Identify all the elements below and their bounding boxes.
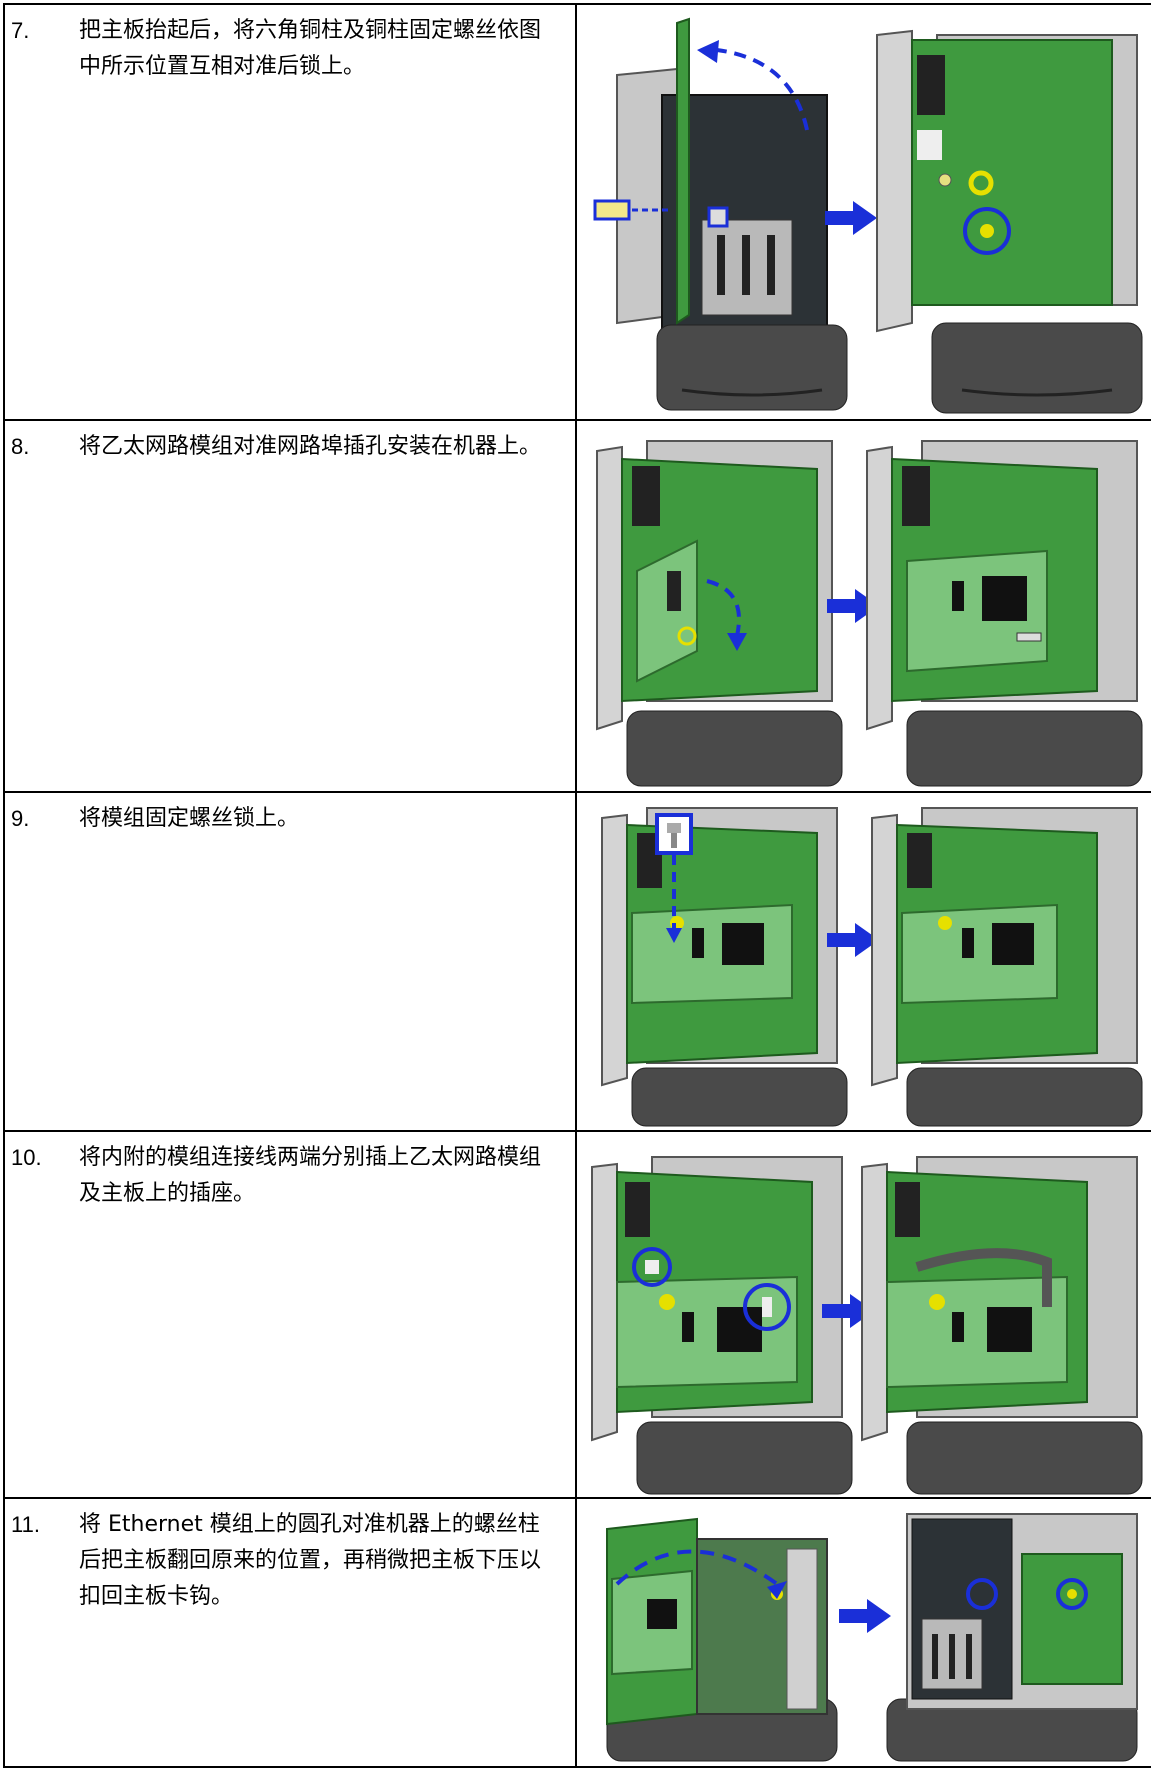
step-text-cell: 8. 将乙太网路模组对准网路埠插孔安装在机器上。 [3, 419, 577, 793]
step-instruction: 将模组固定螺丝锁上。 [79, 806, 300, 831]
step-image-cell [575, 791, 1151, 1132]
step-number: 7. [11, 18, 30, 43]
step-number: 10. [11, 1145, 42, 1170]
step-text-cell: 7. 把主板抬起后，将六角铜柱及铜柱固定螺丝依图中所示位置互相对准后锁上。 [3, 3, 577, 421]
blue-right-arrow-icon [827, 923, 879, 957]
step-image-cell [575, 1497, 1151, 1768]
step-row: 10. 将内附的模组连接线两端分别插上乙太网路模组及主板上的插座。 [3, 1130, 1151, 1499]
step-number: 8. [11, 434, 30, 459]
dashed-curved-arrow-icon [716, 48, 809, 131]
device-left [601, 807, 848, 1127]
step-row: 7. 把主板抬起后，将六角铜柱及铜柱固定螺丝依图中所示位置互相对准后锁上。 [3, 3, 1151, 421]
device-left [616, 17, 848, 411]
step-instruction: 将乙太网路模组对准网路埠插孔安装在机器上。 [79, 434, 542, 459]
step-image-cell [575, 1130, 1151, 1499]
dashed-curved-arrow-icon [706, 579, 741, 637]
device-right [886, 1513, 1138, 1762]
step-image-cell [575, 419, 1151, 793]
step-row: 9. 将模组固定螺丝锁上。 [3, 791, 1151, 1132]
step-8-illustration [596, 440, 1143, 787]
blue-right-arrow-icon [839, 1599, 891, 1633]
hex-standoff-icon [593, 199, 729, 228]
step-text-cell: 10. 将内附的模组连接线两端分别插上乙太网路模组及主板上的插座。 [3, 1130, 577, 1499]
dashed-curved-arrow-icon [615, 1549, 779, 1586]
device-right [876, 29, 1143, 414]
screw-icon [655, 813, 693, 855]
step-instruction: 把主板抬起后，将六角铜柱及铜柱固定螺丝依图中所示位置互相对准后锁上。 [79, 18, 542, 79]
step-image-cell [575, 3, 1151, 421]
step-row: 11. 将 Ethernet 模组上的圆孔对准机器上的螺丝柱后把主板翻回原来的位… [3, 1497, 1151, 1768]
step-row: 8. 将乙太网路模组对准网路埠插孔安装在机器上。 [3, 419, 1151, 793]
step-instruction: 将内附的模组连接线两端分别插上乙太网路模组及主板上的插座。 [79, 1145, 542, 1206]
step-11-illustration [606, 1513, 1138, 1762]
device-right [866, 440, 1143, 787]
steps-table: 7. 把主板抬起后，将六角铜柱及铜柱固定螺丝依图中所示位置互相对准后锁上。 [3, 3, 1151, 1768]
step-7-illustration [593, 17, 1143, 414]
device-left [596, 440, 843, 787]
step-text-cell: 11. 将 Ethernet 模组上的圆孔对准机器上的螺丝柱后把主板翻回原来的位… [3, 1497, 577, 1768]
step-number: 11. [11, 1512, 40, 1537]
device-left [606, 1517, 838, 1762]
device-right [871, 807, 1143, 1127]
device-right [861, 1156, 1143, 1495]
step-10-illustration [591, 1156, 1143, 1495]
blue-right-arrow-icon [825, 201, 877, 235]
step-9-illustration [601, 807, 1143, 1127]
step-instruction: 将 Ethernet 模组上的圆孔对准机器上的螺丝柱后把主板翻回原来的位置，再稍… [79, 1512, 542, 1609]
step-number: 9. [11, 806, 30, 831]
step-text-cell: 9. 将模组固定螺丝锁上。 [3, 791, 577, 1132]
device-left [591, 1156, 853, 1495]
